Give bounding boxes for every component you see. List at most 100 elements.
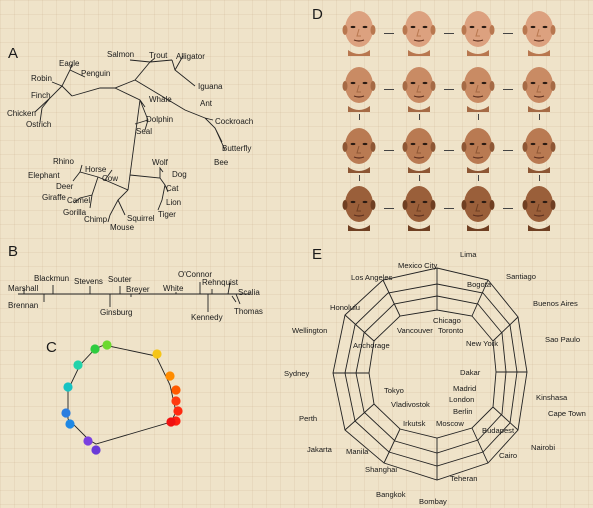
- city-label: Santiago: [506, 272, 536, 281]
- tree-label: Squirrel: [127, 214, 155, 223]
- line-label: Thomas: [234, 307, 263, 316]
- tree-label: Whale: [149, 95, 172, 104]
- city-label: Jakarta: [307, 445, 333, 454]
- ring-dot: [165, 371, 175, 381]
- tree-label: Alligator: [176, 52, 205, 61]
- face-cell: [457, 62, 499, 112]
- face-link-vertical: [419, 175, 420, 181]
- city-label: Los Angeles: [351, 273, 393, 282]
- city-label: Toronto: [438, 326, 463, 335]
- tree-label: Robin: [31, 74, 52, 83]
- ring-dot: [152, 349, 162, 359]
- tree-label: Finch: [31, 91, 51, 100]
- city-label: Bogota: [467, 280, 492, 289]
- city-label: Shanghai: [365, 465, 397, 474]
- tree-label: Trout: [149, 51, 168, 60]
- panel-label-a: A: [8, 45, 18, 62]
- ring-dot: [65, 419, 75, 429]
- city-label: Mexico City: [398, 261, 437, 270]
- face-cell: [518, 6, 560, 56]
- city-label: Budapest: [482, 426, 515, 435]
- line-label: Souter: [108, 275, 132, 284]
- face-link-horizontal: [503, 208, 513, 209]
- city-label: Cape Town: [548, 409, 586, 418]
- line-label: Blackmun: [34, 274, 69, 283]
- tree-label: Penguin: [81, 69, 110, 78]
- line-label: O'Connor: [178, 270, 212, 279]
- city-label: Irkutsk: [403, 419, 426, 428]
- face-cell: [518, 62, 560, 112]
- ring-dot: [83, 436, 93, 446]
- tree-label: Gorilla: [63, 208, 87, 217]
- city-label: Honolulu: [330, 303, 360, 312]
- tree-label: Ostrich: [26, 120, 51, 129]
- city-label: Lima: [460, 250, 477, 259]
- tree-label: Tiger: [158, 210, 176, 219]
- face-link-vertical: [419, 114, 420, 120]
- city-label: Kinshasa: [536, 393, 568, 402]
- tree-label: Dolphin: [146, 115, 173, 124]
- tree-label: Salmon: [107, 50, 134, 59]
- tree-label: Giraffe: [42, 193, 66, 202]
- face-link-vertical: [539, 114, 540, 120]
- ring-dot: [173, 406, 183, 416]
- tree-label: Bee: [214, 158, 229, 167]
- line-label: Ginsburg: [100, 308, 132, 317]
- ring-dot: [90, 344, 100, 354]
- city-label: Teheran: [450, 474, 477, 483]
- city-label: Perth: [299, 414, 317, 423]
- panel-label-d: D: [312, 6, 323, 23]
- tree-label: Mouse: [110, 223, 135, 232]
- city-label: Wellington: [292, 326, 327, 335]
- city-label: Anchorage: [353, 341, 390, 350]
- city-label: Chicago: [433, 316, 461, 325]
- face-cell: [457, 123, 499, 173]
- line-label: Stevens: [74, 277, 103, 286]
- city-label: London: [449, 395, 474, 404]
- tree-label: Lion: [166, 198, 181, 207]
- face-cell: [398, 62, 440, 112]
- face-cell: [398, 181, 440, 231]
- city-label: Nairobi: [531, 443, 555, 452]
- ring-dot: [91, 445, 101, 455]
- tree-label: Chimp: [84, 215, 108, 224]
- line-label: White: [163, 284, 184, 293]
- line-label: Breyer: [126, 285, 150, 294]
- tree-label: Cat: [166, 184, 179, 193]
- city-label: Vancouver: [397, 326, 433, 335]
- face-cell: [398, 6, 440, 56]
- face-cell: [338, 123, 380, 173]
- tree-label: Elephant: [28, 171, 60, 180]
- city-label: Vladivostok: [391, 400, 430, 409]
- face-cell: [518, 181, 560, 231]
- city-label: Madrid: [453, 384, 476, 393]
- face-cell: [338, 181, 380, 231]
- city-label: Bombay: [419, 497, 447, 506]
- tree-label-group: Salmon Trout AlligatorEaglePenguinRobinFin…: [7, 50, 253, 232]
- tree-label: Eagle: [59, 59, 80, 68]
- city-label: New York: [466, 339, 498, 348]
- tree-label: Seal: [136, 127, 152, 136]
- face-link-horizontal: [384, 89, 394, 90]
- city-label: Bangkok: [376, 490, 406, 499]
- tree-label: Cow: [102, 174, 118, 183]
- face-link-horizontal: [384, 150, 394, 151]
- city-label: Moscow: [436, 419, 464, 428]
- line-diagram: [18, 282, 250, 312]
- face-link-horizontal: [384, 208, 394, 209]
- city-label: Sao Paulo: [545, 335, 580, 344]
- face-cell: [398, 123, 440, 173]
- city-label: Dakar: [460, 368, 481, 377]
- ring-diagram: [67, 344, 177, 445]
- city-label: Manila: [346, 447, 369, 456]
- tree-label: Ant: [200, 99, 213, 108]
- tree-label: Camel: [67, 196, 90, 205]
- face-link-vertical: [359, 114, 360, 120]
- line-label: Marshall: [8, 284, 38, 293]
- polar-grid: [332, 267, 528, 481]
- face-cell: [457, 6, 499, 56]
- tree-label: Dog: [172, 170, 187, 179]
